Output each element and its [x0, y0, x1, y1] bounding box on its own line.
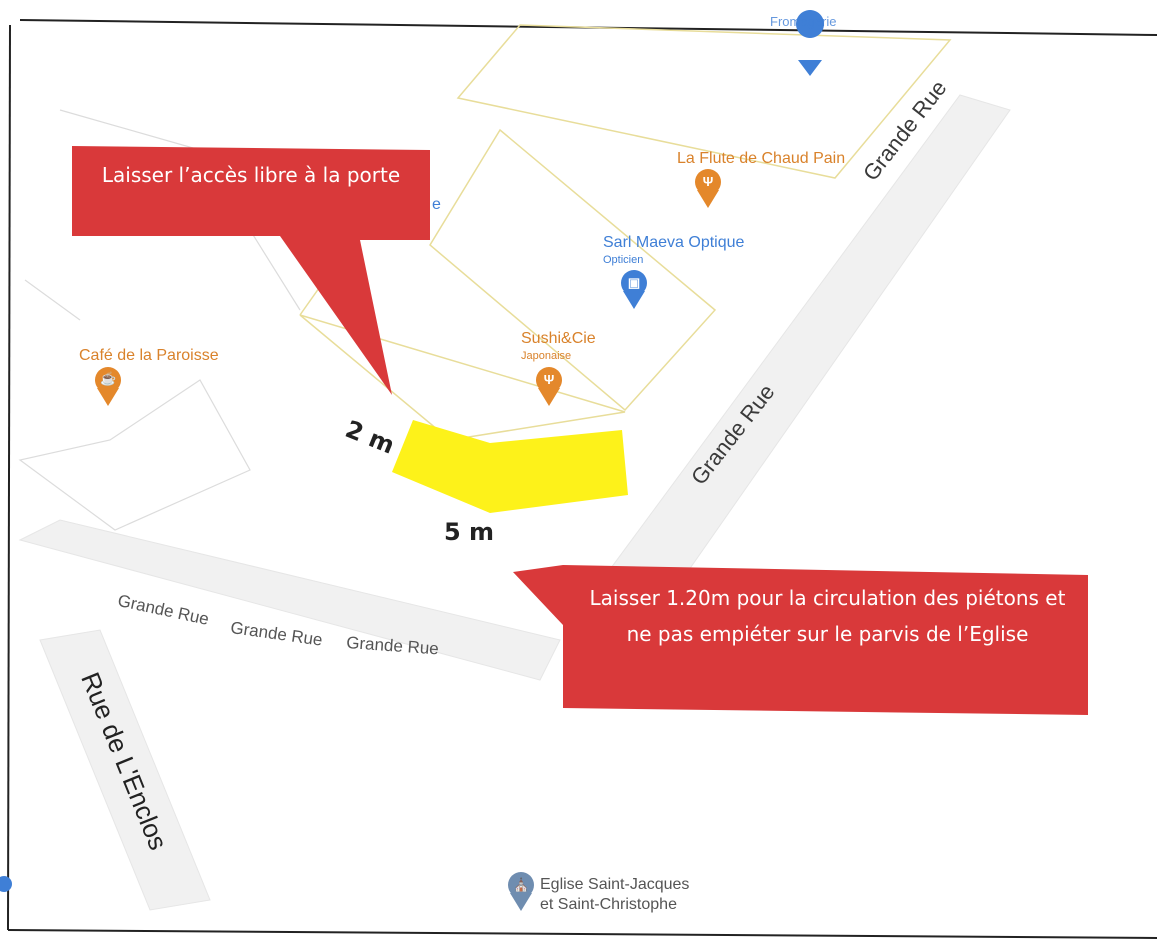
church-icon: ⛪ [513, 877, 530, 892]
poi-flute-label: La Flute de Chaud Pain [677, 150, 846, 167]
callout-pedestrians-text: Laisser 1.20m pour la circulation des pi… [589, 586, 1066, 646]
shopping-bag-icon: ▣ [803, 41, 817, 56]
coffee-cup-icon: ☕ [100, 371, 117, 386]
poi-eglise-label-1: Eglise Saint-Jacques [540, 876, 690, 893]
dimension-length-label: 5 m [444, 518, 495, 546]
poi-sushi-sub: Japonaise [521, 350, 572, 362]
shopping-bag-icon-2: ▣ [627, 275, 641, 290]
fork-knife-icon: Ψ [702, 174, 714, 189]
poi-fromagerie-label: Fromagerie [770, 14, 837, 29]
reserved-zone [392, 420, 628, 513]
poi-cafe-label: Café de la Paroisse [79, 347, 219, 364]
callout-door [72, 146, 430, 395]
edge-pin-icon [0, 876, 12, 892]
road-grande-rue [18, 94, 1011, 911]
poi-optique-label: Sarl Maeva Optique [603, 234, 745, 251]
pin-restaurant-flute-icon [695, 169, 721, 208]
pin-restaurant-sushi-icon [536, 367, 562, 406]
poi-sushi-label: Sushi&Cie [521, 330, 596, 347]
poi-partial-label: e [432, 196, 441, 213]
callout-door-text: Laisser l’accès libre à la porte [101, 163, 401, 187]
building-outlines [299, 24, 952, 441]
poi-optique-sub: Opticien [603, 254, 644, 266]
pin-church-icon [508, 872, 534, 911]
poi-eglise-label-2: et Saint-Christophe [540, 896, 677, 913]
pin-optique-icon [621, 270, 647, 309]
pin-cafe-icon [95, 367, 121, 406]
callout-pedestrians [513, 565, 1088, 715]
fork-knife-icon-2: Ψ [543, 372, 555, 387]
pin-fromagerie-icon [796, 10, 825, 77]
